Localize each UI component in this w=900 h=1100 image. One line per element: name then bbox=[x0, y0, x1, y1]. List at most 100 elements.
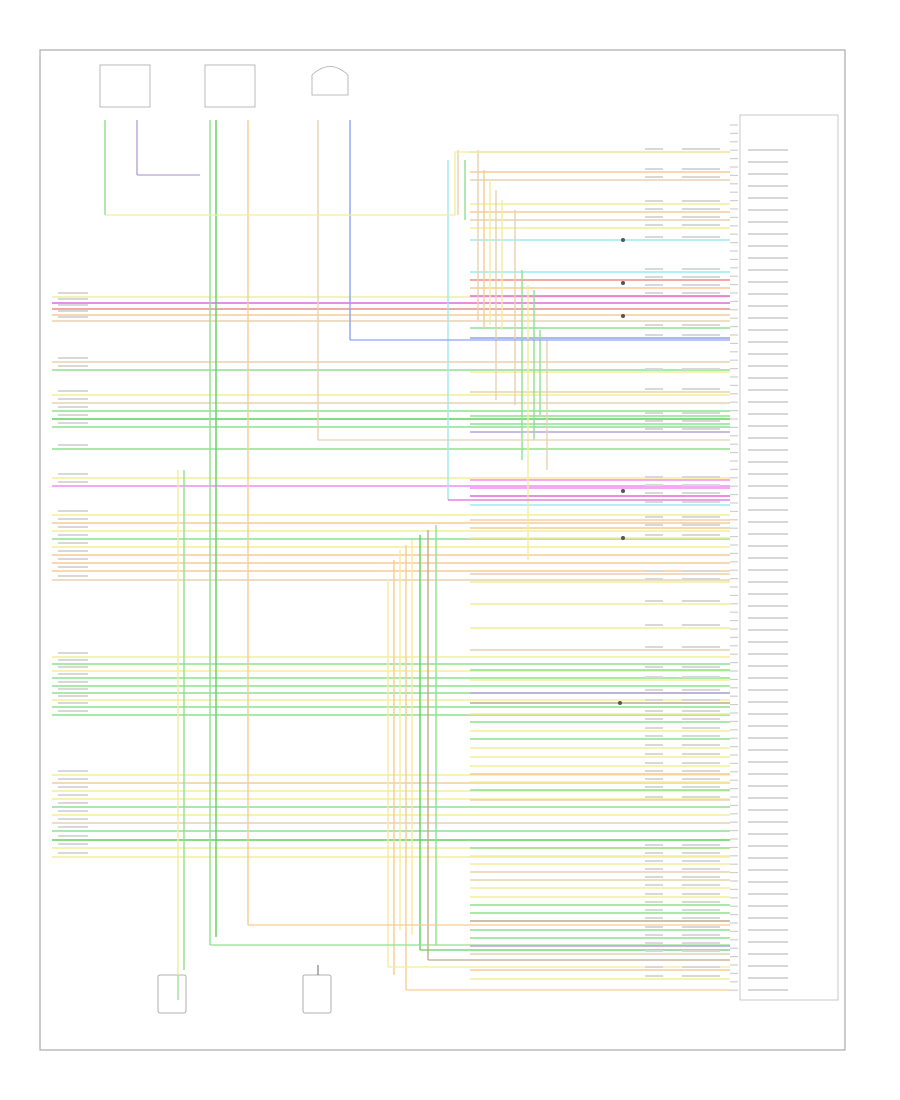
wire-color-label bbox=[682, 524, 720, 526]
left-wire-label bbox=[58, 810, 88, 812]
wire-code-label bbox=[645, 368, 663, 370]
module-pin bbox=[730, 544, 738, 546]
bottom-components bbox=[157, 974, 332, 1014]
module-pin-name bbox=[748, 569, 788, 571]
wire-color-label bbox=[682, 950, 720, 952]
wire-code-label bbox=[645, 909, 663, 911]
module-pin bbox=[730, 662, 738, 664]
module-pin-name bbox=[748, 497, 788, 499]
module-pin-name bbox=[748, 689, 788, 691]
module-pin bbox=[730, 880, 738, 882]
wire-code-label bbox=[645, 534, 663, 536]
module-pin-name bbox=[748, 617, 788, 619]
module-pin bbox=[730, 292, 738, 294]
wire-color-label bbox=[682, 200, 720, 202]
module-pin bbox=[730, 788, 738, 790]
wire-color-label bbox=[682, 966, 720, 968]
wire-color-label bbox=[682, 388, 720, 390]
wire-code-label bbox=[645, 476, 663, 478]
module-pin-name bbox=[748, 185, 788, 187]
module-pin bbox=[730, 141, 738, 143]
module-pin bbox=[730, 418, 738, 420]
wire-color-label bbox=[682, 689, 720, 691]
wire-code-label bbox=[645, 942, 663, 944]
wire-code-label bbox=[645, 412, 663, 414]
wire-code-label bbox=[645, 624, 663, 626]
module-pin bbox=[730, 704, 738, 706]
module-pin bbox=[730, 821, 738, 823]
wires bbox=[52, 120, 730, 1000]
left-wire-label bbox=[58, 310, 88, 312]
wire-code-label bbox=[645, 753, 663, 755]
left-wire-label bbox=[58, 786, 88, 788]
module-pin bbox=[730, 939, 738, 941]
module-pin-name bbox=[748, 881, 788, 883]
module-pin bbox=[730, 216, 738, 218]
wire-color-label bbox=[682, 876, 720, 878]
module-pin-name bbox=[748, 701, 788, 703]
module-pin bbox=[730, 804, 738, 806]
wire-code-label bbox=[645, 420, 663, 422]
module-pin bbox=[730, 452, 738, 454]
wire-code-label bbox=[645, 876, 663, 878]
top-components bbox=[99, 64, 349, 108]
module-pin-column bbox=[730, 124, 738, 991]
wire-color-label bbox=[682, 786, 720, 788]
wire-code-label bbox=[645, 860, 663, 862]
module-pin bbox=[730, 443, 738, 445]
wire-color-label bbox=[682, 770, 720, 772]
wire-code-label bbox=[645, 176, 663, 178]
wire-code-label bbox=[645, 268, 663, 270]
wire-route bbox=[105, 151, 730, 216]
module-pin-name bbox=[748, 845, 788, 847]
module-pin bbox=[730, 779, 738, 781]
module-pin bbox=[730, 771, 738, 773]
left-wire-label bbox=[58, 852, 88, 854]
module-pin bbox=[730, 930, 738, 932]
module-pin bbox=[730, 729, 738, 731]
module-pin bbox=[730, 284, 738, 286]
module-pin bbox=[730, 972, 738, 974]
left-wire-label bbox=[58, 659, 88, 661]
module-pin bbox=[730, 477, 738, 479]
wire-code-label bbox=[645, 699, 663, 701]
wire-code-label bbox=[645, 901, 663, 903]
wire-code-label bbox=[645, 276, 663, 278]
wire-code-label bbox=[645, 646, 663, 648]
module-pin bbox=[730, 208, 738, 210]
module-pin-name bbox=[748, 257, 788, 259]
wire-code-label bbox=[645, 762, 663, 764]
left-wire-label bbox=[58, 365, 88, 367]
module-pin bbox=[730, 468, 738, 470]
module-pin bbox=[730, 956, 738, 958]
module-pin-name bbox=[748, 989, 788, 991]
module-pin-name bbox=[748, 401, 788, 403]
wire-code-label bbox=[645, 666, 663, 668]
module-pin bbox=[730, 586, 738, 588]
wire-code-label bbox=[645, 966, 663, 968]
left-wire-label bbox=[58, 566, 88, 568]
wire-code-label bbox=[645, 388, 663, 390]
module-pin bbox=[730, 569, 738, 571]
module-pin-name bbox=[748, 293, 788, 295]
module-pin bbox=[730, 359, 738, 361]
module-pin-name bbox=[748, 749, 788, 751]
module-pin-name bbox=[748, 473, 788, 475]
wire-code-label bbox=[645, 334, 663, 336]
module-pin-name bbox=[748, 713, 788, 715]
module-pin-name bbox=[748, 869, 788, 871]
module-pin bbox=[730, 250, 738, 252]
module-pin bbox=[730, 393, 738, 395]
module-pin-name bbox=[748, 941, 788, 943]
wire-color-label bbox=[682, 942, 720, 944]
module-pin-name bbox=[748, 425, 788, 427]
wire-color-label bbox=[682, 176, 720, 178]
module-pin-name bbox=[748, 389, 788, 391]
left-wire-label bbox=[58, 802, 88, 804]
wire-color-label bbox=[682, 412, 720, 414]
left-wire-label bbox=[58, 652, 88, 654]
module-pin bbox=[730, 922, 738, 924]
module-pin-name bbox=[748, 629, 788, 631]
left-wire-label bbox=[58, 414, 88, 416]
